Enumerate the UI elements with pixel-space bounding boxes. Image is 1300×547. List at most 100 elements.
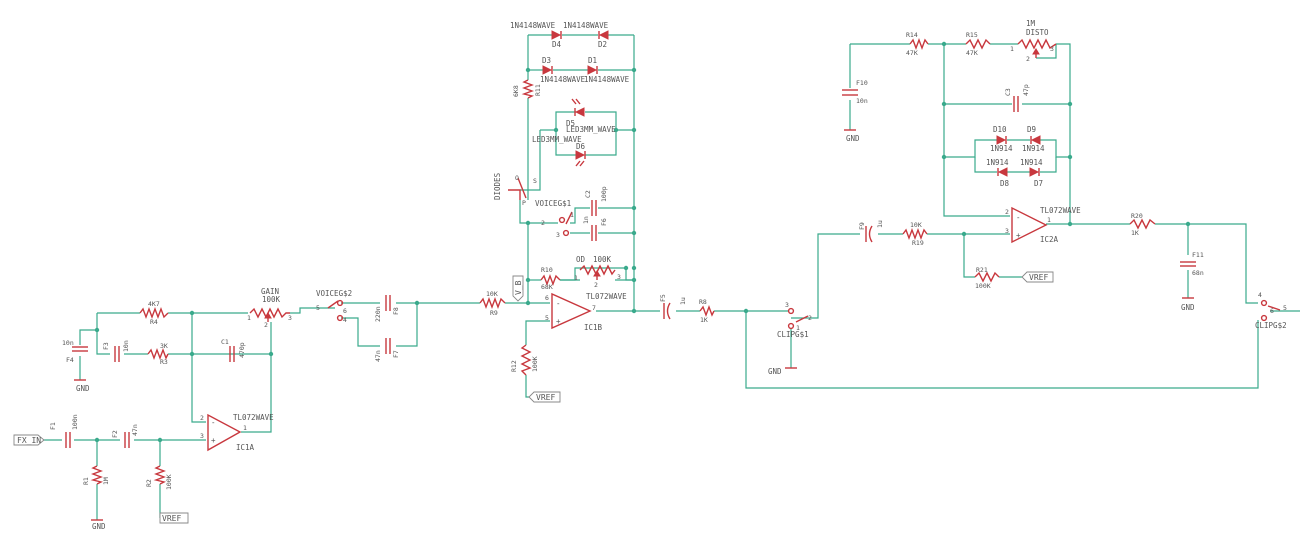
svg-text:7: 7 [592,304,596,312]
svg-text:C2: C2 [584,190,592,198]
led-d5: D5 LED3MM_WAVE [566,98,616,134]
svg-text:F8: F8 [392,307,400,315]
svg-text:10K: 10K [910,221,922,229]
svg-text:-: - [556,299,561,308]
svg-text:R20: R20 [1131,212,1143,220]
opamp-ic1a: - + 2 3 1 TL072WAVE IC1A [200,413,274,452]
svg-text:S: S [533,177,537,185]
svg-text:IC2A: IC2A [1040,235,1059,244]
gnd-symbol-3: GND [768,367,797,376]
svg-text:R2: R2 [145,479,153,487]
resistor-r10: R10 68K [540,266,561,291]
resistor-r15: R15 47K [965,31,991,57]
svg-text:D2: D2 [598,40,607,49]
svg-text:O: O [515,174,519,182]
diode-d1: D1 1N4148WAVE [584,56,630,84]
svg-text:CLIPG$1: CLIPG$1 [777,330,809,339]
led-d6: D6 LED3MM_WAVE [532,135,586,167]
diode-d2: D2 1N4148WAVE [563,21,609,49]
diode-d7: 1N914 D7 [1020,158,1043,188]
svg-text:100K: 100K [262,295,281,304]
capacitor-f6: 1n F6 [582,216,608,241]
svg-text:VOICEG$1: VOICEG$1 [535,199,571,208]
svg-text:1: 1 [570,211,574,219]
fx-in-flag: FX_IN [13,434,45,446]
capacitor-f1: F1 100n [49,414,79,448]
svg-text:2: 2 [541,219,545,227]
svg-text:100K: 100K [593,255,612,264]
svg-text:TL072WAVE: TL072WAVE [1040,206,1081,215]
resistor-r1: R1 1M [82,465,110,485]
resistor-r9: 10K R9 [479,290,506,317]
svg-text:GND: GND [76,384,90,393]
svg-text:1N4148WAVE: 1N4148WAVE [540,75,586,84]
svg-text:V_B: V_B [514,280,523,295]
svg-text:1K: 1K [1131,229,1139,237]
switch-clipg1: CLIPG$1 3 2 1 [777,301,812,339]
svg-text:1u: 1u [876,220,884,228]
svg-text:F1: F1 [49,422,57,430]
resistor-r12: R12 100K [510,344,539,376]
svg-text:2: 2 [200,414,204,422]
svg-text:4K7: 4K7 [148,300,160,308]
svg-text:6: 6 [545,294,549,302]
svg-text:470p: 470p [238,342,246,358]
svg-text:47K: 47K [966,49,978,57]
svg-text:+: + [1016,231,1021,240]
capacitor-f7: 47n F7 [374,338,400,362]
resistor-r19: 10K R19 [902,221,928,247]
switch-voiceg1: VOICEG$1 2 1 3 [535,199,574,239]
svg-text:GND: GND [768,367,782,376]
svg-text:1N914: 1N914 [1020,158,1043,167]
svg-text:100n: 100n [71,414,79,430]
svg-text:R1: R1 [82,477,90,485]
wires [42,34,1300,520]
svg-text:1: 1 [1010,45,1014,53]
vref-flag-2: VREF [528,391,561,403]
svg-text:1: 1 [243,424,247,432]
svg-text:F5: F5 [659,294,667,302]
svg-text:10K: 10K [486,290,498,298]
capacitor-c1: C1 470p [221,338,246,362]
svg-text:DIODES: DIODES [493,172,502,200]
svg-text:R11: R11 [534,84,542,96]
capacitor-f4: 10n F4 [62,339,88,364]
svg-text:R14: R14 [906,31,918,39]
resistor-r4: 4K7 R4 [139,300,169,326]
svg-text:F11: F11 [1192,251,1204,259]
svg-text:1: 1 [574,274,578,282]
svg-text:D9: D9 [1027,125,1036,134]
svg-text:D6: D6 [576,142,586,151]
capacitor-f2-input: F2 47n [111,424,139,448]
svg-text:FX_IN: FX_IN [17,436,41,445]
svg-text:VOICEG$2: VOICEG$2 [316,289,352,298]
potentiometer-gain: GAIN 100K 1 3 2 [247,287,292,329]
resistor-r8: R8 1K [699,298,715,324]
svg-text:GND: GND [846,134,860,143]
svg-text:2: 2 [594,281,598,289]
svg-text:3: 3 [617,273,621,281]
svg-text:3: 3 [1005,227,1009,235]
vref-flag-3: VREF [1021,271,1054,283]
resistor-r3: 3K R3 [147,342,169,366]
svg-text:4: 4 [1258,291,1262,299]
svg-text:F10: F10 [856,79,868,87]
capacitor-f3: F3 10n [102,340,130,362]
svg-text:D10: D10 [993,125,1007,134]
svg-text:D4: D4 [552,40,562,49]
svg-text:10n: 10n [62,339,74,347]
vb-flag: V_B [512,275,524,302]
svg-text:220n: 220n [374,306,382,322]
svg-text:2: 2 [264,321,268,329]
svg-text:TL072WAVE: TL072WAVE [233,413,274,422]
svg-text:R3: R3 [160,358,168,366]
svg-text:2: 2 [1026,55,1030,63]
capacitor-f11: F11 68n [1180,251,1204,277]
svg-text:F2: F2 [111,430,119,438]
svg-text:10n: 10n [122,340,130,352]
capacitor-f5: F5 1u [659,294,687,320]
svg-text:47p: 47p [1022,84,1030,96]
svg-text:D3: D3 [542,56,551,65]
svg-text:5: 5 [1283,304,1287,312]
